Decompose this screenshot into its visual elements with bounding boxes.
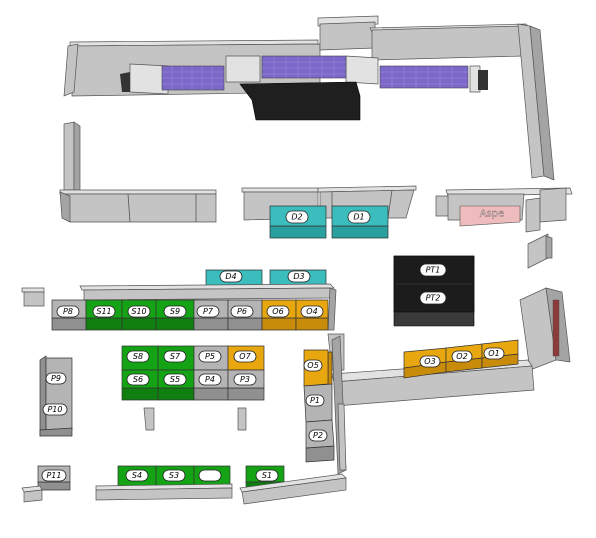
booth-label-s3: S3: [169, 471, 179, 480]
booth-label-s6: S6: [133, 375, 143, 384]
booth-s6[interactable]: S6: [121, 369, 159, 401]
booth-label-p4: P4: [205, 375, 215, 384]
booth-label-o7: O7: [239, 352, 251, 361]
booth-label-s9: S9: [170, 307, 180, 316]
booth-s10[interactable]: S10: [121, 299, 157, 331]
booth-label-p1: P1: [310, 396, 320, 405]
booth-o4[interactable]: O4: [295, 299, 329, 331]
booth-label-d4: D4: [225, 272, 236, 281]
south-wall: [21, 473, 347, 505]
booth-s5[interactable]: S5: [157, 369, 195, 401]
booth-label-p9: P9: [51, 374, 61, 383]
booth-o2[interactable]: O2: [445, 343, 483, 373]
booth-p4[interactable]: P4: [193, 369, 229, 401]
booth-aspe[interactable]: Aspe: [459, 205, 521, 227]
booth-d3[interactable]: D3: [269, 269, 327, 287]
booth-p5[interactable]: P5: [193, 345, 229, 371]
booth-o6[interactable]: O6: [261, 299, 297, 331]
booth-label-s10: S10: [131, 307, 146, 316]
screen-center: [261, 55, 347, 79]
vertical-wall: [331, 335, 347, 475]
booth-d1[interactable]: D1: [331, 205, 389, 239]
booth-d2[interactable]: D2: [269, 205, 327, 239]
booth-pt1-pt2[interactable]: PT1 PT2: [393, 255, 475, 327]
booth-p6[interactable]: P6: [227, 299, 263, 331]
booth-label-o4: O4: [306, 307, 317, 316]
pillars: [143, 407, 247, 431]
booth-label-p8: P8: [63, 307, 73, 316]
booth-label-p5: P5: [205, 352, 215, 361]
booth-s8[interactable]: S8: [121, 345, 159, 371]
booth-d4[interactable]: D4: [205, 269, 263, 287]
booth-o1[interactable]: O1: [481, 339, 519, 369]
booth-p8[interactable]: P8: [51, 299, 87, 331]
aspe-label: Aspe: [480, 209, 505, 220]
stage-area: [120, 55, 488, 121]
booth-label-p3: P3: [240, 375, 250, 384]
booth-label-p11: P11: [46, 471, 61, 480]
booth-p3[interactable]: P3: [227, 369, 265, 401]
booth-label-pt1: PT1: [426, 266, 441, 275]
booth-label-o5: O5: [307, 361, 318, 370]
booth-p7[interactable]: P7: [193, 299, 229, 331]
booth-label-s7: S7: [170, 352, 181, 361]
booth-label-o3: O3: [424, 357, 435, 366]
booth-o5[interactable]: O5: [303, 349, 333, 387]
booth-s4[interactable]: S4: [117, 465, 157, 487]
screen-right: [379, 65, 469, 89]
booth-label-pt2: PT2: [426, 294, 441, 303]
booth-label-s11: S11: [96, 307, 111, 316]
booth-label-p7: P7: [203, 307, 214, 316]
booth-label-d2: D2: [291, 213, 302, 222]
booth-label-p2: P2: [313, 431, 323, 440]
booth-label-s1: S1: [262, 471, 272, 480]
booth-s11[interactable]: S11: [85, 299, 123, 331]
booth-p9-p10[interactable]: P9 P10: [39, 355, 73, 437]
booth-label-o6: O6: [272, 307, 283, 316]
north-wall: [63, 15, 555, 181]
booth-label-s5: S5: [170, 375, 180, 384]
booth-label-o2: O2: [456, 352, 467, 361]
main-row-wall: [21, 283, 337, 331]
booth-label-p10: P10: [47, 405, 62, 414]
booth-label-p6: P6: [237, 307, 247, 316]
stage-platform: [239, 81, 361, 121]
booth-label-s4: S4: [132, 471, 142, 480]
booth-label-d3: D3: [293, 272, 304, 281]
booth-label-o1: O1: [488, 349, 499, 358]
booth-s9[interactable]: S9: [155, 299, 195, 331]
booth-o3[interactable]: O3: [403, 347, 447, 379]
booth-p1[interactable]: P1: [303, 383, 333, 423]
booth-p11[interactable]: P11: [37, 465, 71, 491]
west-wall: [63, 121, 81, 191]
booth-label-d1: D1: [353, 213, 364, 222]
booth-s3[interactable]: S3: [155, 465, 195, 487]
booth-s7[interactable]: S7: [157, 345, 195, 371]
booth-label-s8: S8: [133, 352, 143, 361]
booth-p2[interactable]: P2: [305, 419, 335, 463]
booth-s2[interactable]: [193, 465, 231, 487]
booth-o7[interactable]: O7: [227, 345, 265, 371]
